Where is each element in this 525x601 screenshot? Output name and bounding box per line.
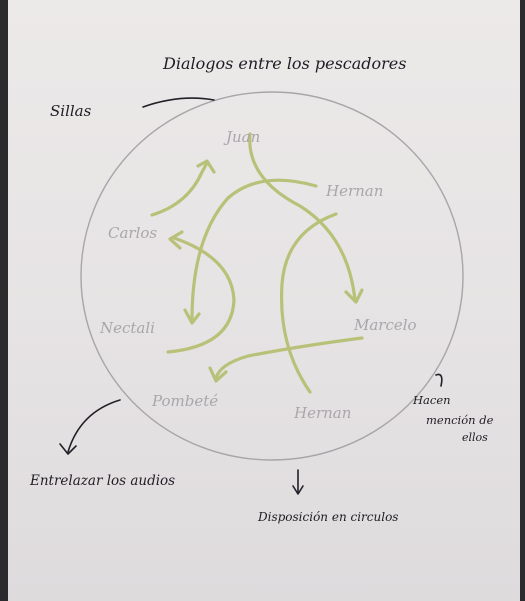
dialogue-arrows [150,132,364,394]
entrelazar-arrowhead [59,443,77,455]
participant-marcelo: Marcelo [353,316,417,334]
diagram-title: Dialogos entre los pescadores [162,54,406,73]
label-disposicion: Disposición en circulos [257,510,398,524]
arrowhead-marcelo [344,288,364,304]
arrowhead-pombete [208,366,228,383]
participant-nectali: Nectali [99,319,155,337]
arrowhead-carlos [168,230,184,250]
arrow-juan-to-marcelo [248,132,357,302]
arrowhead-nectali [183,308,201,325]
participant-pombete: Pombeté [151,392,218,410]
seating-circle [80,91,464,461]
label-hacen-line2: mención de [426,413,494,427]
participant-hernan-top: Hernan [325,182,383,200]
disposicion-arrowhead [292,485,304,495]
arrow-hernan-bottom-crossing [279,212,338,394]
entrelazar-arrow-line [67,399,121,453]
label-entrelazar: Entrelazar los audios [29,473,175,489]
arrow-hernan-to-nectali [190,178,318,322]
participant-hernan-bottom: Hernan [293,404,351,422]
paper-sheet [8,0,520,601]
participant-carlos: Carlos [108,224,157,242]
hacen-pointer-mark [435,373,443,387]
sillas-pointer-line [142,97,215,108]
arrow-marcelo-to-pombete [214,336,364,380]
label-sillas: Sillas [50,102,92,120]
label-hacen-line3: ellos [462,431,488,444]
arrowhead-juan [196,159,216,174]
arrow-carlos-to-juan [150,161,209,217]
participant-juan: Juan [223,128,260,146]
label-hacen-line1: Hacen [412,393,451,407]
arrow-nectali-to-carlos [166,236,236,354]
